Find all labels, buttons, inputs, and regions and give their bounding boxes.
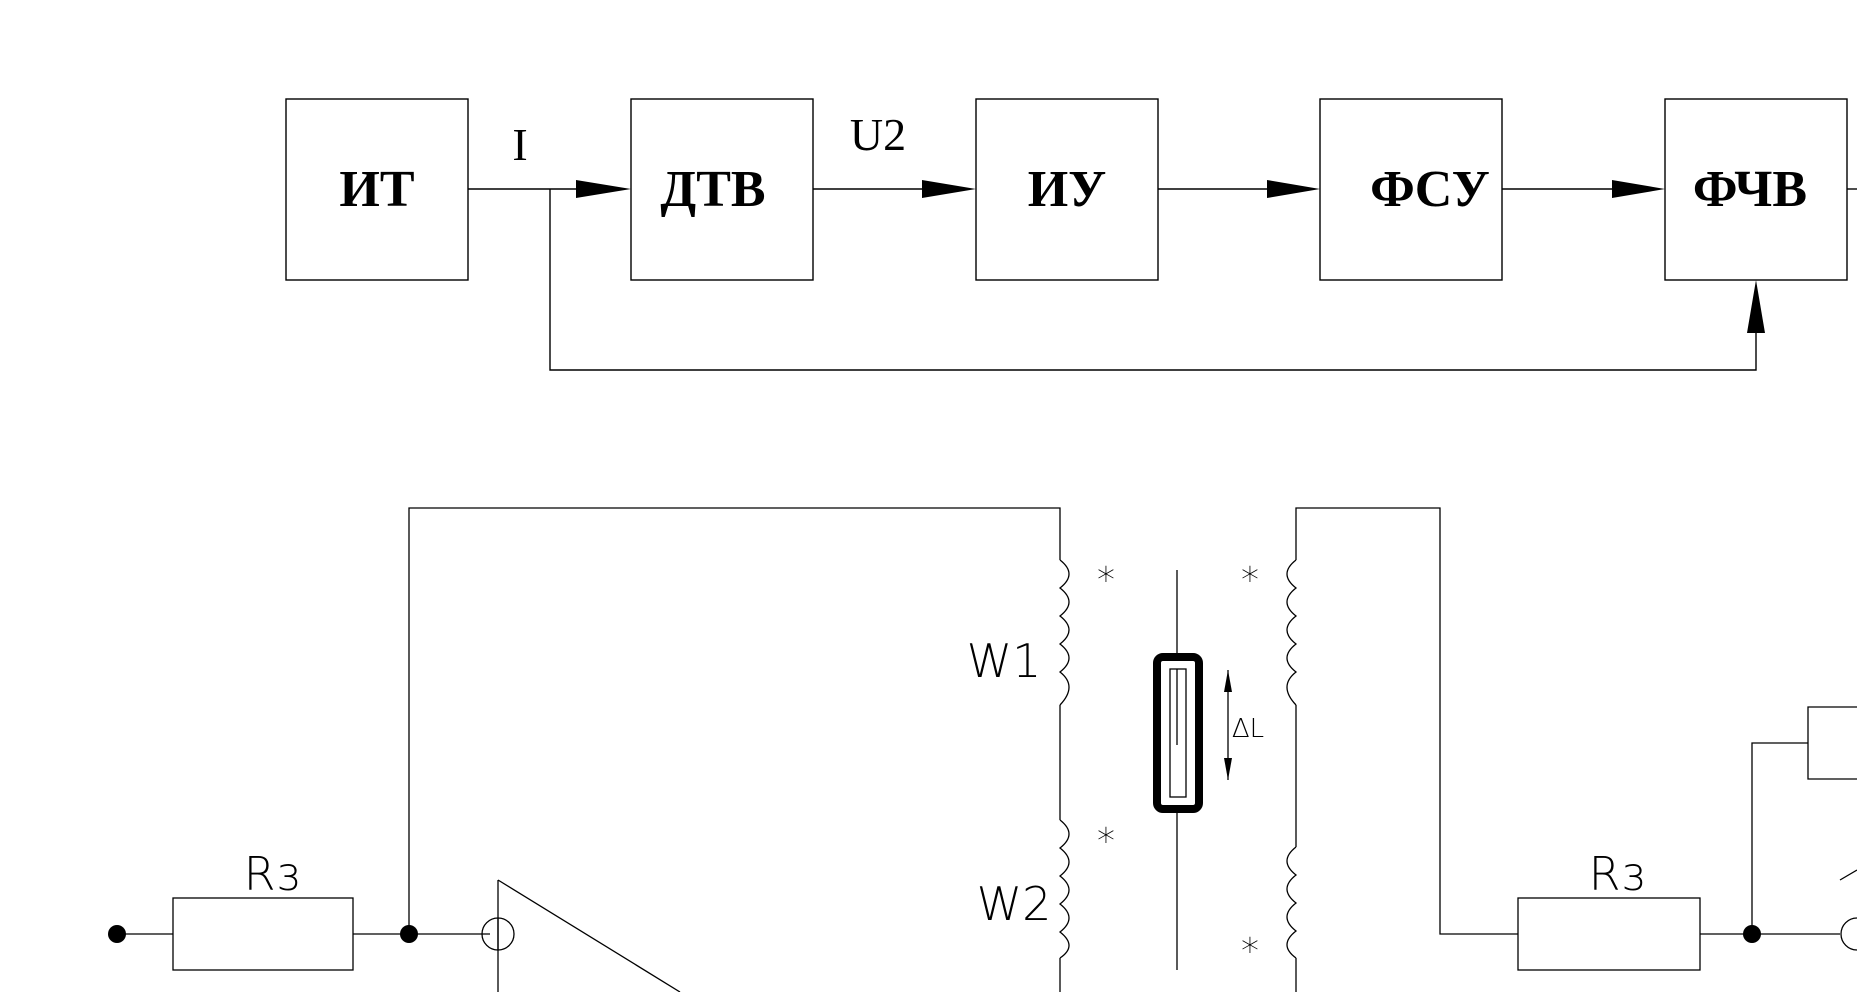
arrowheads [576, 180, 1765, 333]
resistor-right-label: Rз [1589, 847, 1646, 901]
resistor-left-label: Rз [244, 847, 301, 901]
polarity-mark-secondary-upper: * [1241, 560, 1259, 601]
winding-secondary-lower [1286, 846, 1298, 959]
polarity-mark-w1: * [1097, 560, 1115, 601]
signal-lines [468, 188, 1857, 371]
signal-current-label: I [512, 119, 527, 170]
winding-w1-label: W1 [967, 634, 1042, 688]
junction-right [1743, 925, 1761, 943]
winding-secondary-upper [1286, 559, 1298, 706]
displacement-arrow [1224, 670, 1232, 780]
block-iu [975, 98, 1159, 281]
arrow-to-dtv [576, 180, 631, 198]
block-fchv-label: ФЧВ [1693, 161, 1807, 218]
block-dtv [630, 98, 814, 281]
winding-primary-lower [1058, 819, 1070, 959]
polarity-mark-secondary-lower: * [1241, 931, 1259, 972]
feedback-line [549, 189, 1757, 371]
winding-primary-upper [1058, 559, 1070, 706]
block-iu-label: ИУ [1028, 161, 1107, 218]
block-it [285, 98, 469, 281]
block-dtv-label: ДТВ [660, 161, 765, 218]
signal-voltage-label: U2 [850, 109, 906, 160]
arrow-to-iu [922, 180, 976, 198]
junction-dots [108, 925, 1761, 943]
circuit-wires [117, 507, 1857, 992]
displacement-label: ΔL [1232, 714, 1264, 744]
block-fsu [1319, 98, 1503, 281]
junction-left [400, 925, 418, 943]
block-fsu-label: ФСУ [1370, 161, 1490, 218]
winding-w2-label: W2 [977, 877, 1052, 931]
arrow-to-fchv [1612, 180, 1665, 198]
block-fchv [1664, 98, 1848, 281]
resistor-left [172, 897, 354, 971]
resistor-right [1517, 897, 1701, 971]
block-it-label: ИТ [339, 161, 414, 218]
arrow-feedback-up [1747, 280, 1765, 333]
arrow-to-fsu [1267, 180, 1320, 198]
input-terminal [108, 925, 126, 943]
polarity-mark-w2: * [1097, 821, 1115, 862]
